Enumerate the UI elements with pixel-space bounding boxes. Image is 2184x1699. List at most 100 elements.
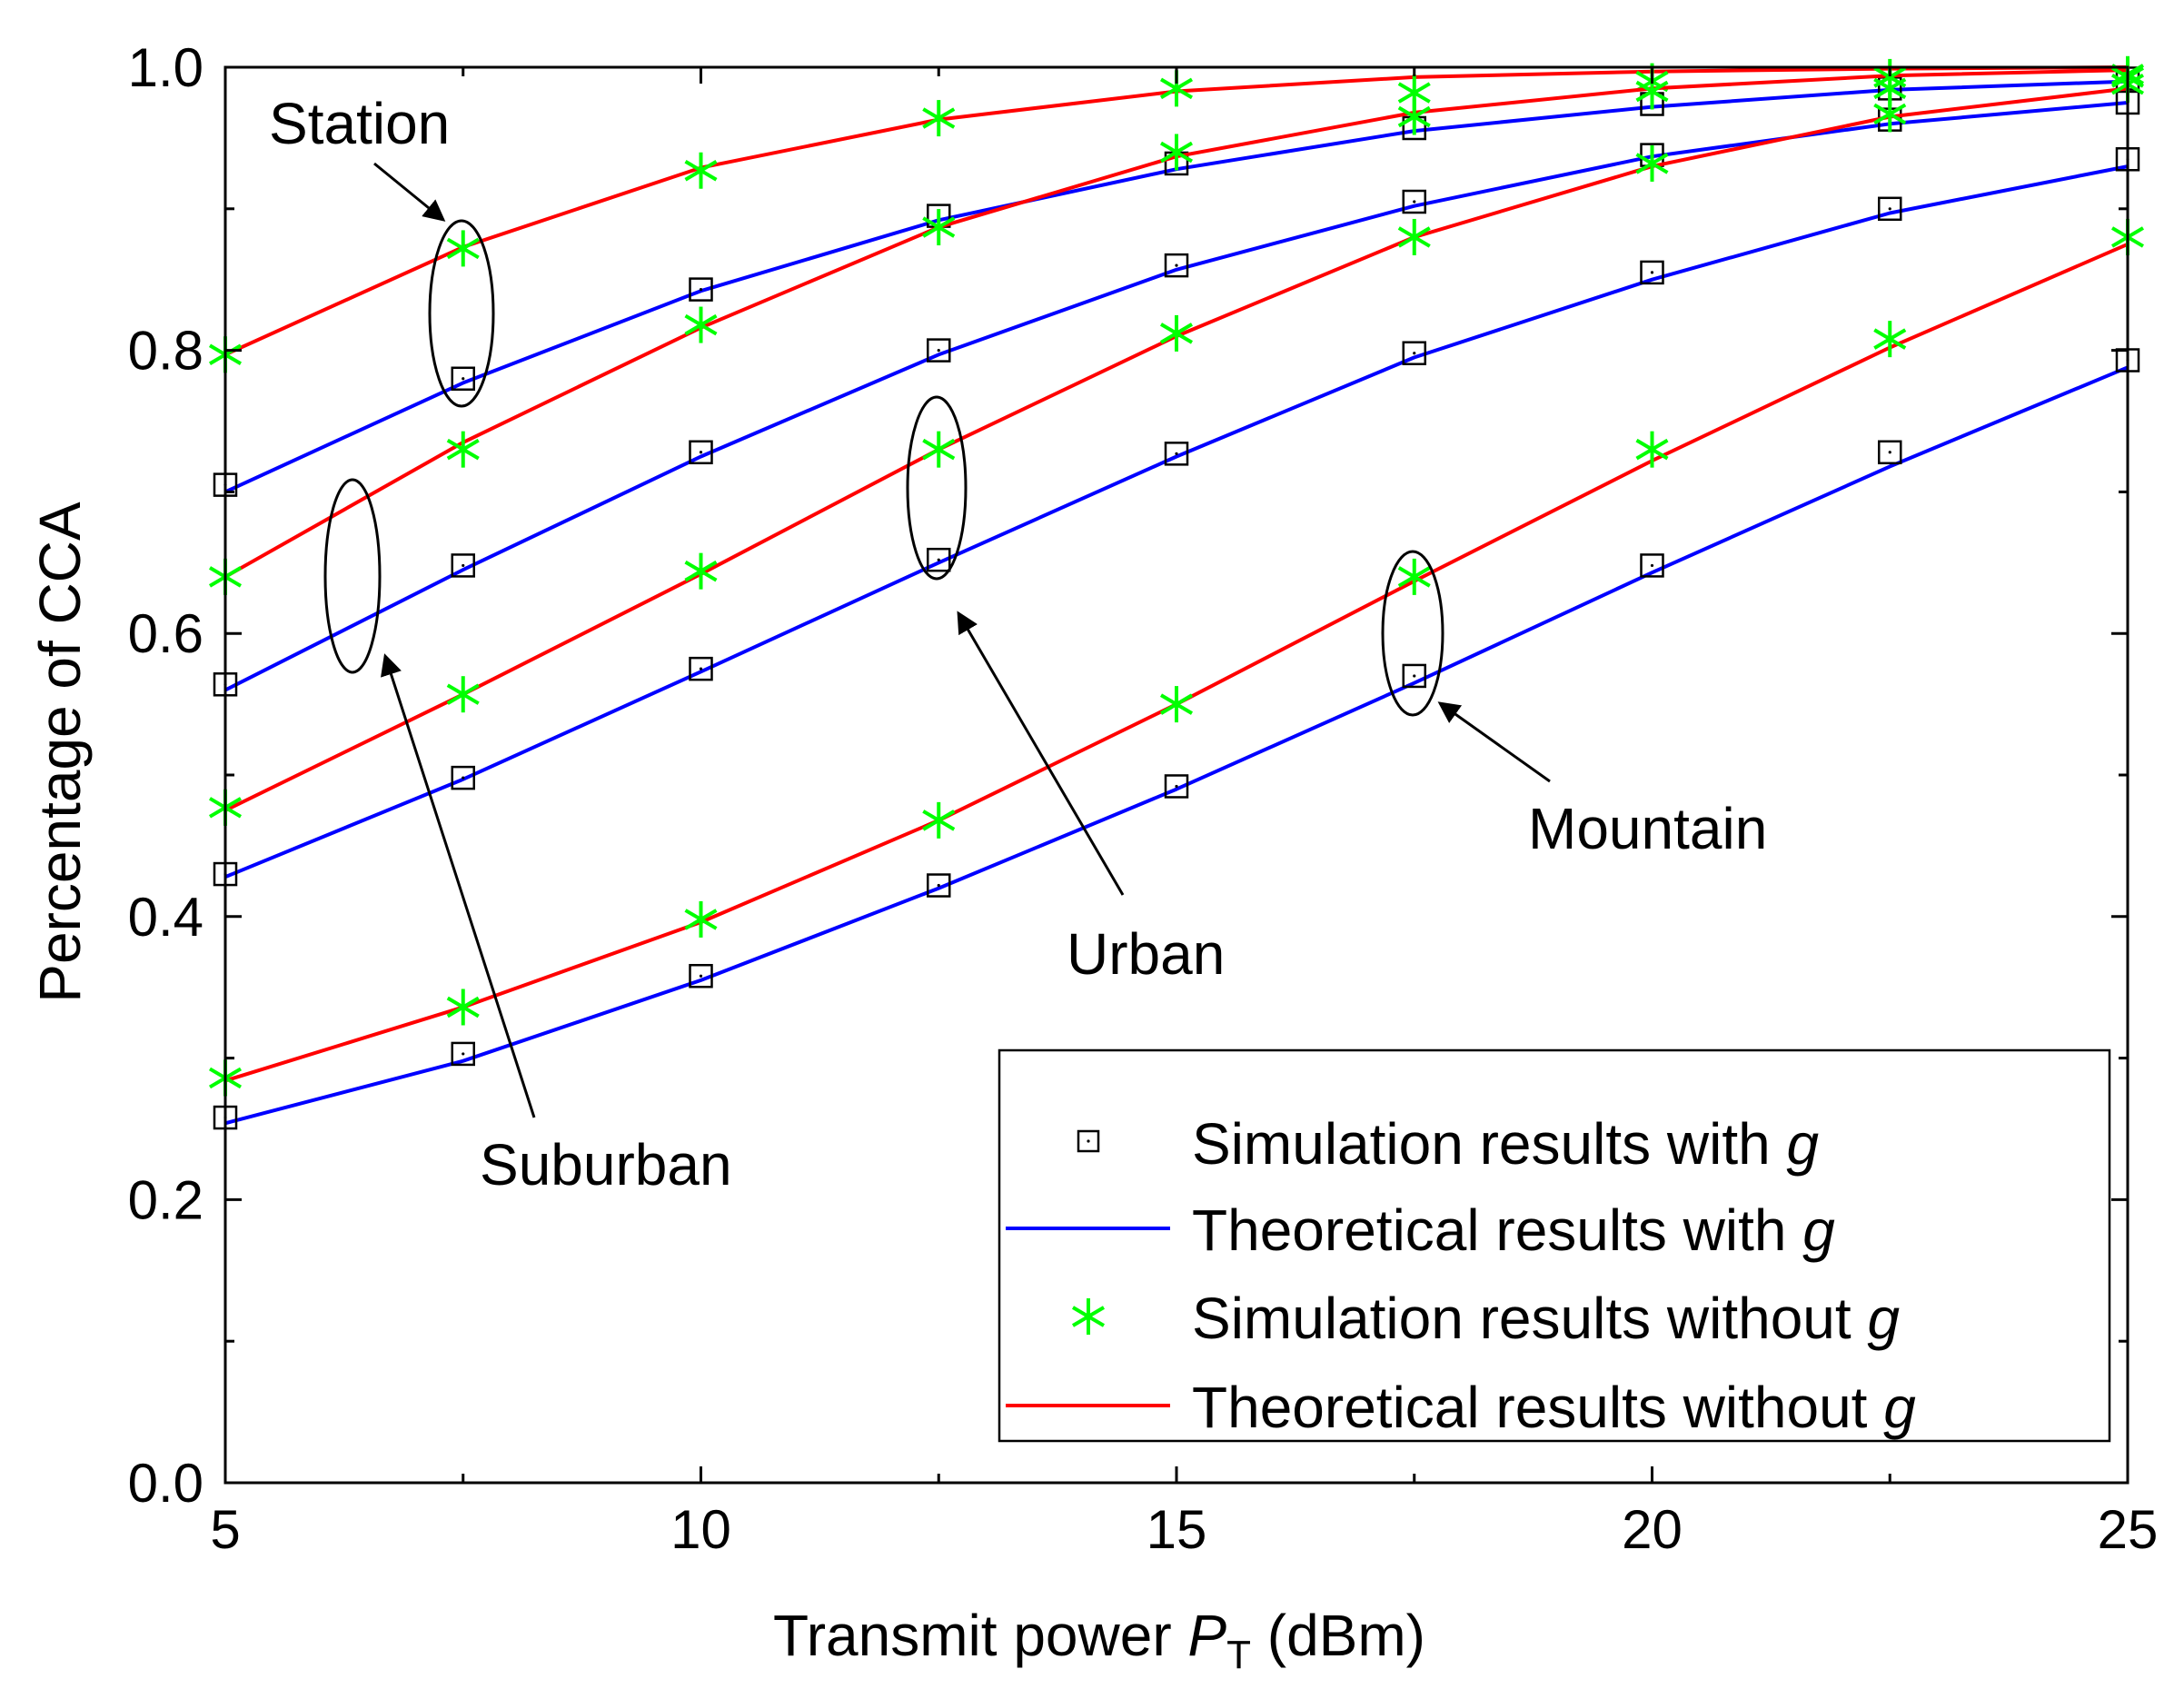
legend-item-theory-with: Theoretical results with g	[1006, 1197, 1835, 1263]
urban-sim-with-square-dot	[1413, 352, 1416, 355]
urban-sim-with-square-dot	[1175, 452, 1178, 455]
legend-label-theory-without: Theoretical results without g	[1192, 1375, 1916, 1440]
mountain-sim-without-asterisk	[922, 801, 956, 839]
station-sim-without-asterisk	[684, 152, 718, 189]
mountain-sim-without-asterisk	[446, 989, 480, 1026]
legend-asterisk-marker	[1071, 1298, 1106, 1335]
suburban-sim-with-square-dot	[1413, 200, 1416, 204]
annotation-mountain: Mountain	[1381, 550, 1767, 861]
station-sim-with-square	[689, 277, 713, 302]
suburban-sim-with-square	[927, 338, 951, 363]
y-tick-label: 0.4	[128, 887, 204, 948]
urban-sim-without-asterisk	[922, 431, 956, 468]
suburban-sim-with-square-dot	[462, 563, 465, 568]
urban-sim-with-square	[927, 547, 951, 572]
urban-group-ellipse	[906, 395, 968, 581]
mountain-sim-with-square	[689, 963, 713, 989]
annotation-suburban-label: Suburban	[480, 1132, 732, 1197]
legend-box	[998, 1048, 2111, 1443]
station-sim-with-square-dot	[699, 288, 703, 292]
suburban-theory-with-line	[224, 101, 2129, 692]
mountain-sim-with-square-dot	[1413, 674, 1416, 678]
mountain-sim-with-square	[1164, 774, 1189, 799]
annotation-station-label: Station	[269, 91, 450, 156]
annotation-suburban: Suburban	[323, 478, 732, 1197]
mountain-sim-with-square-dot	[1175, 784, 1178, 789]
station-arrow	[373, 162, 446, 222]
mountain-sim-without-asterisk	[1635, 431, 1669, 468]
y-tick-label: 1.0	[128, 37, 204, 98]
suburban-arrow	[381, 653, 536, 1118]
y-tick-label: 0.8	[128, 321, 204, 382]
mountain-sim-with-square-dot	[462, 1052, 465, 1056]
suburban-group-ellipse	[323, 478, 382, 674]
urban-sim-with-square	[1640, 260, 1664, 285]
suburban-sim-with-square-dot	[1175, 263, 1178, 267]
legend-item-sim-without: Simulation results without g	[1071, 1286, 1900, 1351]
annotation-urban: Urban	[906, 395, 1225, 987]
suburban-sim-with-square-dot	[937, 349, 940, 353]
suburban-sim-with-square	[689, 440, 713, 465]
urban-sim-with-square-dot	[699, 667, 703, 671]
mountain-arrow	[1437, 701, 1551, 783]
urban-sim-with-square-dot	[937, 558, 940, 561]
mountain-sim-with-square	[1640, 553, 1664, 578]
mountain-sim-without-asterisk	[684, 900, 718, 938]
station-sim-without-asterisk	[922, 100, 956, 137]
urban-sim-without-asterisk	[446, 676, 480, 713]
mountain-sim-without-asterisk	[1397, 558, 1431, 595]
station-theory-without-line	[224, 65, 2129, 357]
annotation-urban-label: Urban	[1067, 921, 1225, 987]
legend: Simulation results with g Theoretical re…	[998, 1048, 2111, 1443]
mountain-sim-with-square-dot	[699, 974, 703, 978]
mountain-sim-with-square-dot	[1650, 563, 1654, 568]
suburban-sim-without-asterisk	[1397, 98, 1431, 135]
urban-sim-with-square	[1164, 442, 1189, 466]
legend-item-sim-with: Simulation results with g	[1077, 1111, 1819, 1177]
mountain-sim-without-asterisk	[1873, 321, 1907, 358]
mountain-sim-with-square	[1402, 663, 1426, 689]
urban-sim-without-asterisk	[1635, 144, 1669, 182]
legend-label-sim-without: Simulation results without g	[1192, 1286, 1900, 1351]
suburban-sim-without-asterisk	[922, 209, 956, 246]
legend-label-sim-with: Simulation results with g	[1192, 1111, 1819, 1177]
suburban-sim-without-asterisk	[1873, 58, 1907, 95]
mountain-sim-without-asterisk	[1159, 686, 1194, 723]
annotation-station: Station	[269, 91, 495, 408]
legend-item-theory-without: Theoretical results without g	[1006, 1375, 1916, 1440]
x-axis-title: Transmit power PT (dBm)	[773, 1603, 1425, 1677]
y-axis-title: Percentage of CCA	[27, 502, 93, 1003]
plot-area	[208, 55, 2145, 1130]
x-tick-label: 5	[210, 1499, 240, 1560]
legend-label-theory-with: Theoretical results with g	[1192, 1197, 1835, 1263]
suburban-sim-with-square	[1402, 189, 1426, 214]
urban-sim-with-square	[1878, 196, 1902, 222]
urban-sim-with-square	[1402, 341, 1426, 365]
urban-arrow	[957, 611, 1125, 896]
legend-square-marker	[1077, 1129, 1100, 1153]
y-tick-label: 0.2	[128, 1169, 204, 1230]
y-tick-label: 0.6	[128, 603, 204, 664]
mountain-sim-with-square	[451, 1041, 475, 1067]
x-tick-label: 25	[2098, 1499, 2159, 1560]
suburban-sim-without-asterisk	[446, 431, 480, 468]
y-tick-label: 0.0	[128, 1453, 204, 1514]
station-group-ellipse	[428, 219, 495, 408]
urban-sim-with-square-dot	[1888, 207, 1891, 211]
suburban-sim-with-square	[1164, 253, 1189, 278]
legend-square-marker-dot	[1087, 1139, 1090, 1143]
urban-theory-with-line	[224, 164, 2129, 879]
mountain-sim-with-square	[927, 873, 951, 898]
mountain-sim-with-square	[1878, 440, 1902, 465]
mountain-sim-with-square-dot	[937, 883, 940, 888]
urban-sim-with-square	[451, 765, 475, 790]
suburban-sim-without-asterisk	[1159, 134, 1194, 171]
suburban-sim-with-square-dot	[699, 451, 703, 454]
urban-sim-with-square-dot	[462, 776, 465, 780]
urban-sim-without-asterisk	[1159, 314, 1194, 352]
mountain-sim-with-square-dot	[1888, 451, 1891, 454]
x-tick-label: 10	[670, 1499, 731, 1560]
urban-sim-with-square	[689, 656, 713, 681]
